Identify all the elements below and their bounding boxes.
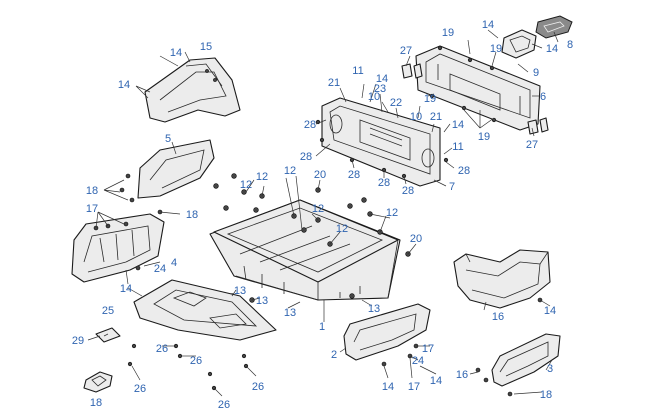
callout-label: 24 (412, 355, 424, 367)
callout-label: 28 (304, 119, 316, 131)
callout-label: 14 (546, 43, 558, 55)
callout-label: 20 (410, 233, 422, 245)
callout-label: 26 (252, 381, 264, 393)
callout-label: 26 (134, 383, 146, 395)
callout-label: 19 (478, 131, 490, 143)
callout-label: 27 (526, 139, 538, 151)
part-strap-retainer (83, 371, 113, 393)
callout-label: 4 (171, 257, 177, 269)
callout-label: 12 (284, 165, 296, 177)
callout-label: 7 (449, 181, 455, 193)
callout-label: 18 (186, 209, 198, 221)
part-front-bulkhead (315, 97, 449, 187)
part-side-wall-left (71, 209, 165, 283)
callout-label: 16 (492, 311, 504, 323)
part-tailgate (415, 45, 541, 131)
callout-label: 3 (547, 363, 553, 375)
callout-label: 9 (533, 67, 539, 79)
part-fender-liner-left-upper (119, 139, 215, 203)
part-rivets-floor (127, 343, 249, 391)
callout-label: 23 (374, 83, 386, 95)
callout-label: 13 (234, 285, 246, 297)
callout-label: 12 (386, 207, 398, 219)
callout-label: 15 (200, 41, 212, 53)
callout-label: 18 (86, 185, 98, 197)
callout-label: 14 (118, 79, 130, 91)
callout-label: 24 (154, 263, 166, 275)
callout-label: 14 (376, 73, 388, 85)
callout-label: 12 (256, 171, 268, 183)
callout-label: 12 (240, 179, 252, 191)
callout-label: 21 (328, 77, 340, 89)
callout-label: 14 (482, 19, 494, 31)
callout-label: 6 (540, 91, 546, 103)
callout-label: 20 (314, 169, 326, 181)
callout-label: 8 (567, 39, 573, 51)
callout-label: 14 (170, 47, 182, 59)
callout-label: 10 (368, 91, 380, 103)
callout-label: 28 (300, 151, 312, 163)
callout-labels: 14 15 14 5 18 17 18 4 24 14 25 29 26 26 … (72, 19, 573, 411)
callout-label: 19 (442, 27, 454, 39)
callout-label: 14 (120, 283, 132, 295)
part-pad-small (95, 327, 121, 343)
callout-label: 1 (319, 321, 325, 333)
callout-label: 5 (165, 133, 171, 145)
callout-label: 16 (456, 369, 468, 381)
callout-label: 14 (430, 375, 442, 387)
callout-label: 13 (284, 307, 296, 319)
callout-label: 22 (390, 97, 402, 109)
callout-label: 14 (452, 119, 464, 131)
callout-label: 28 (378, 177, 390, 189)
part-fender-liner-right (453, 249, 551, 309)
part-tailgate-latch (501, 29, 537, 59)
callout-label: 11 (352, 65, 363, 77)
callout-label: 17 (86, 203, 98, 215)
part-tailgate-handle (535, 15, 573, 39)
callout-label: 12 (336, 223, 348, 235)
callout-label: 18 (540, 389, 552, 401)
callout-label: 13 (368, 303, 380, 315)
callout-label: 26 (156, 343, 168, 355)
callout-label: 11 (452, 141, 463, 153)
callout-label: 14 (382, 381, 394, 393)
callout-label: 28 (348, 169, 360, 181)
callout-label: 26 (218, 399, 230, 411)
callout-label: 21 (430, 111, 442, 123)
part-brackets (401, 63, 549, 135)
part-side-panel-upper-left (144, 57, 241, 123)
callout-label: 14 (544, 305, 556, 317)
callout-label: 2 (331, 349, 337, 361)
part-floor-mat (133, 279, 277, 341)
leader-lines (87, 29, 559, 397)
callout-label: 18 (90, 397, 102, 409)
callout-label: 12 (312, 203, 324, 215)
callout-label: 19 (424, 93, 436, 105)
callout-label: 13 (256, 295, 268, 307)
part-cargo-box-tub (209, 199, 401, 301)
callout-label: 25 (102, 305, 114, 317)
callout-label: 27 (400, 45, 412, 57)
callout-label: 19 (490, 43, 502, 55)
callout-label: 28 (458, 165, 470, 177)
callout-label: 10 (410, 111, 422, 123)
part-side-wall-right-rear (475, 333, 561, 397)
callout-label: 26 (190, 355, 202, 367)
callout-label: 29 (72, 335, 84, 347)
callout-label: 28 (402, 185, 414, 197)
callout-label: 17 (408, 381, 420, 393)
callout-label: 17 (422, 343, 434, 355)
